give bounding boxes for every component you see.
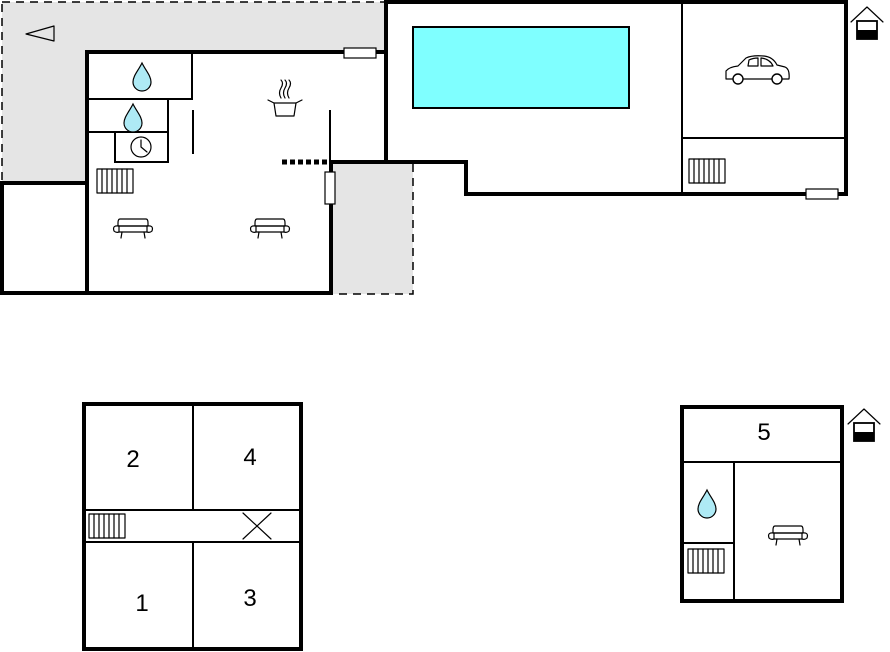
window-icon bbox=[805, 188, 839, 200]
building-room-5 bbox=[680, 405, 844, 603]
car-icon bbox=[725, 55, 790, 85]
triangle-marker-icon bbox=[25, 25, 55, 42]
crossed-square-icon bbox=[242, 512, 272, 540]
cooking-pot-icon bbox=[267, 79, 303, 117]
terrace-left bbox=[1, 1, 387, 184]
utility-closet bbox=[114, 131, 169, 163]
terrace-middle bbox=[330, 161, 414, 295]
sofa-icon bbox=[112, 218, 154, 239]
water-drop-icon bbox=[132, 62, 152, 92]
water-drop-icon bbox=[123, 103, 143, 133]
water-drop-icon bbox=[697, 489, 717, 519]
annex-room bbox=[0, 181, 87, 295]
radiator-icon bbox=[687, 548, 725, 574]
radiator-icon bbox=[88, 513, 126, 539]
room-4-label: 4 bbox=[243, 444, 256, 471]
room-5-label: 5 bbox=[757, 419, 770, 446]
radiator-icon bbox=[96, 168, 134, 194]
sofa-icon bbox=[249, 218, 291, 239]
room-1-label: 1 bbox=[135, 590, 148, 617]
sofa-icon bbox=[767, 525, 809, 546]
house-entrance-icon bbox=[850, 6, 884, 40]
radiator-icon bbox=[688, 158, 726, 184]
window-icon bbox=[343, 47, 377, 59]
swimming-pool bbox=[412, 26, 630, 109]
clock-icon bbox=[130, 136, 152, 158]
window-icon bbox=[324, 171, 336, 205]
room-3-label: 3 bbox=[243, 585, 256, 612]
house-entrance-icon bbox=[847, 408, 881, 442]
room-2-label: 2 bbox=[126, 446, 139, 473]
